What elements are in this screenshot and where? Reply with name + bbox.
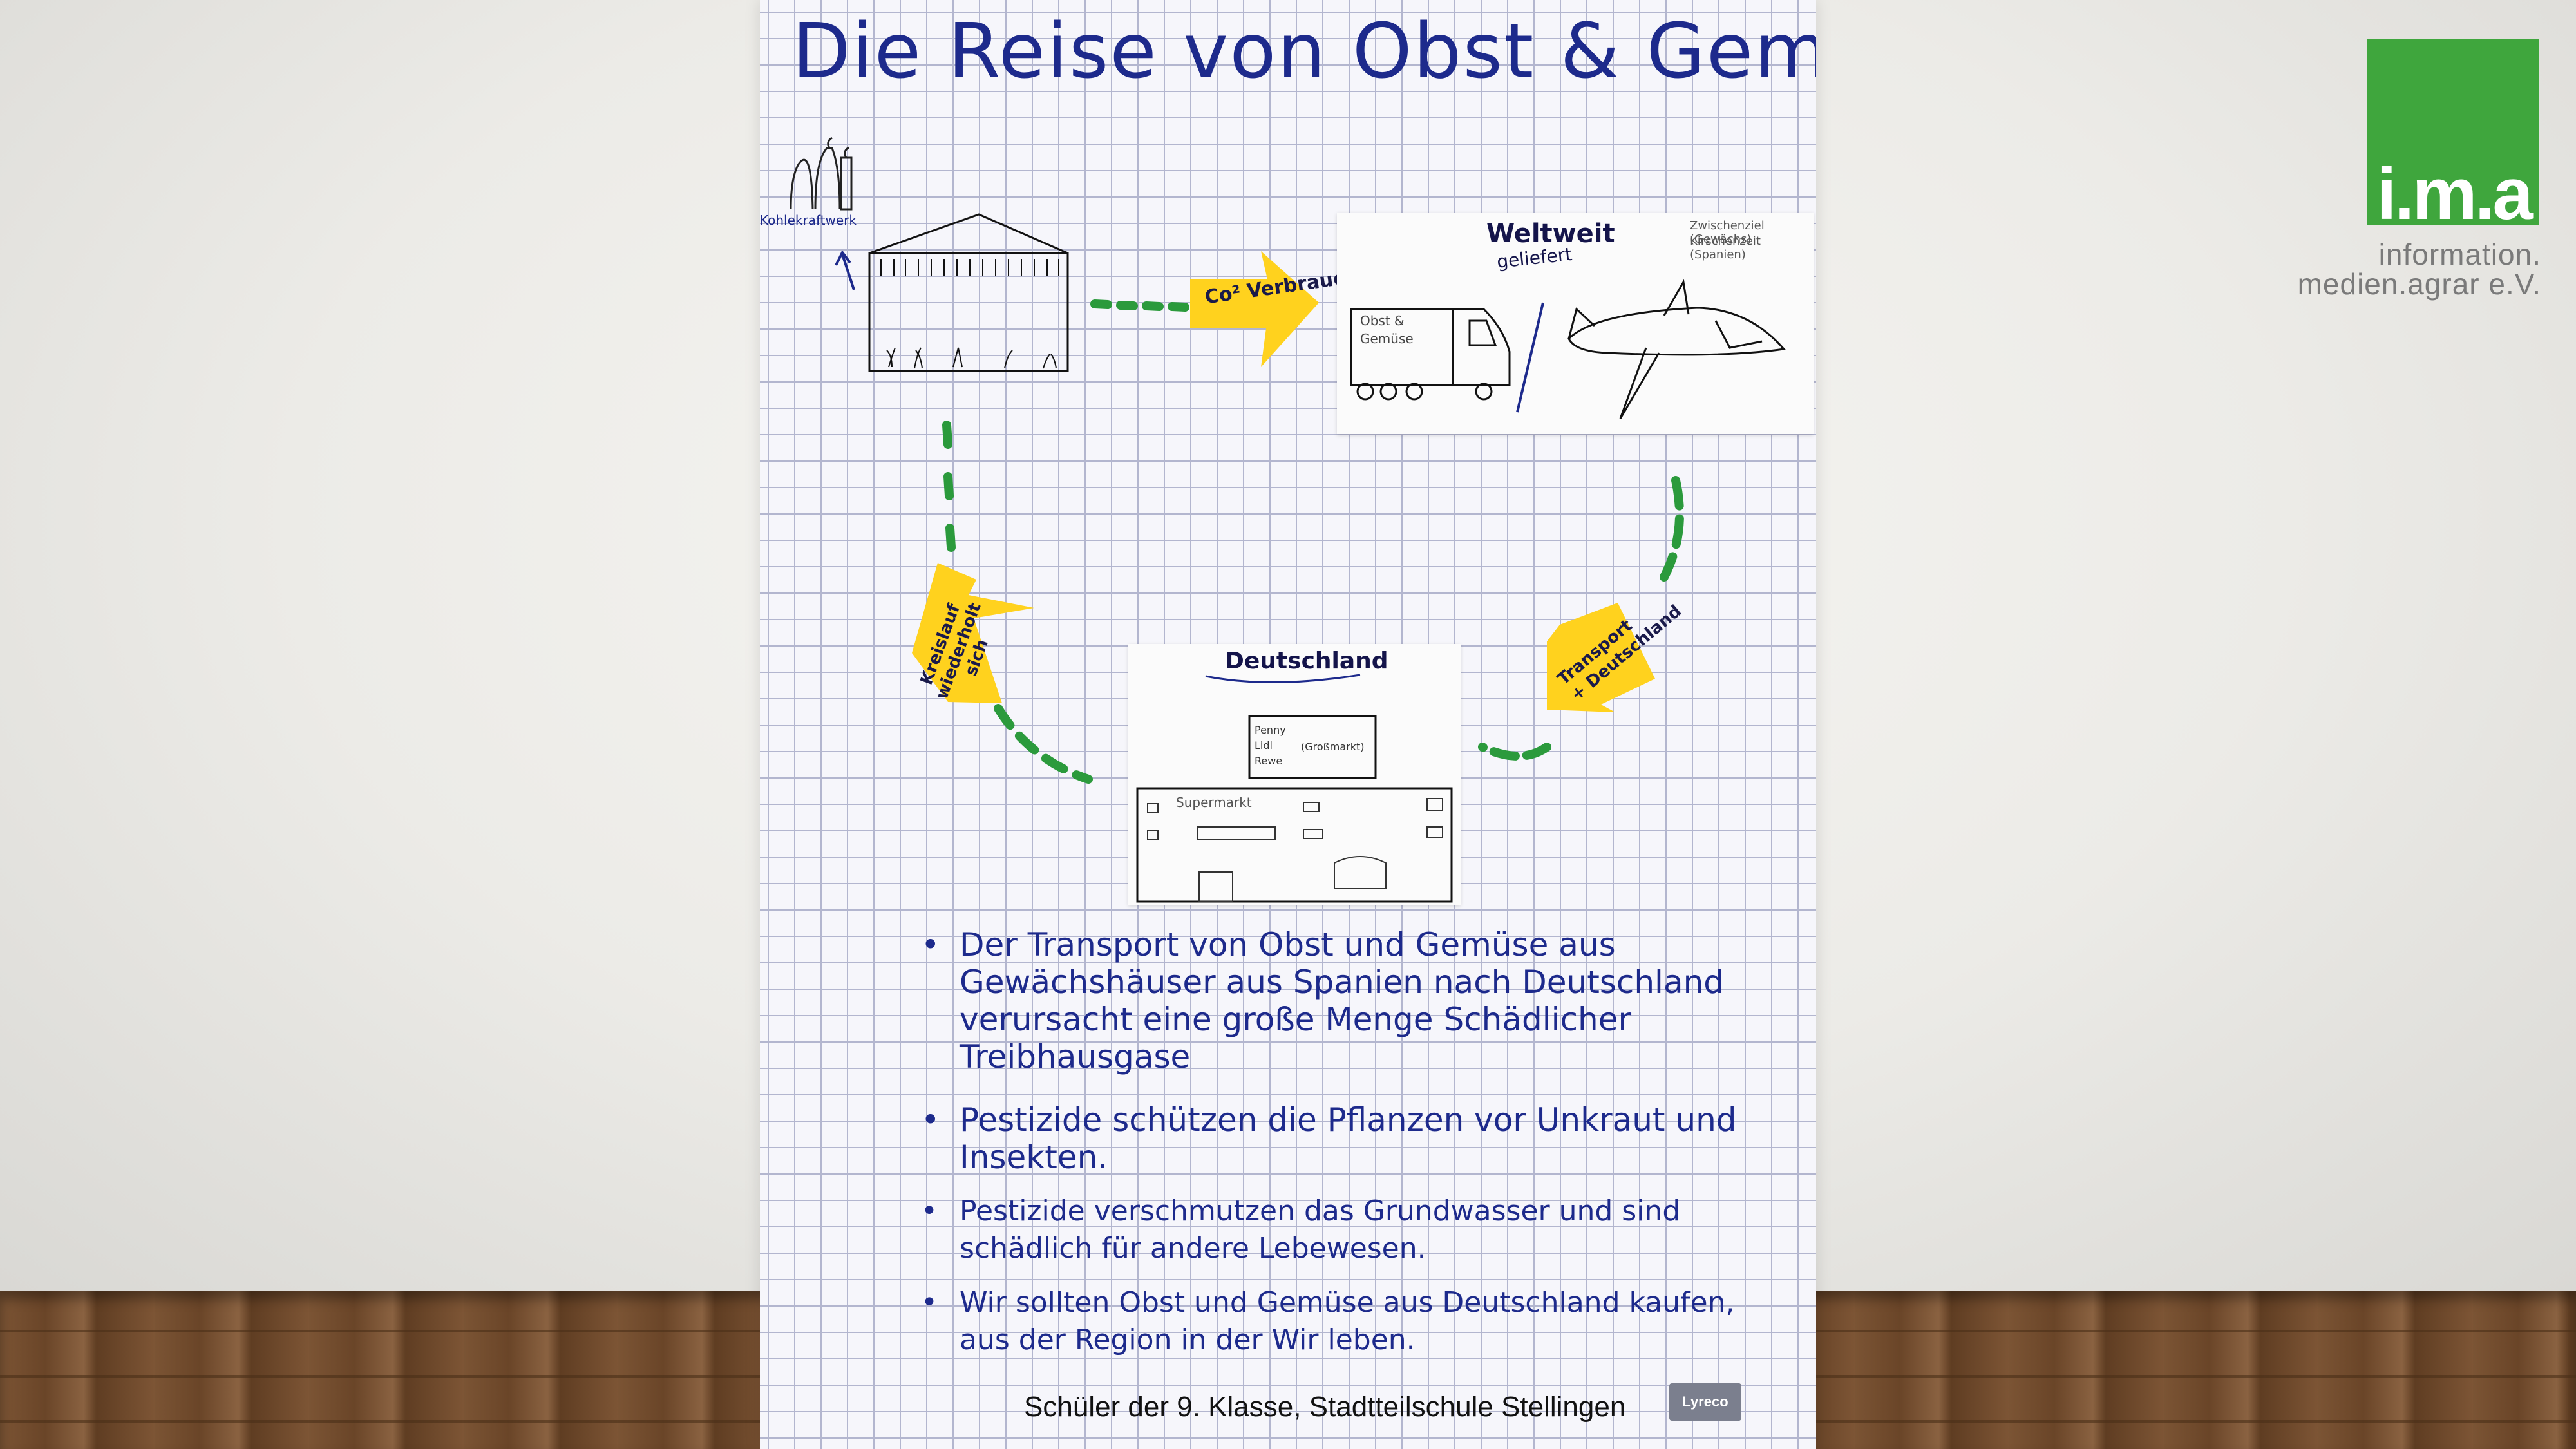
- poster-caption: Schüler der 9. Klasse, Stadtteilschule S…: [1024, 1391, 1626, 1423]
- sticky-transport: [1547, 603, 1655, 712]
- poster: Die Reise von Obst & Gemüse: [760, 0, 1816, 1449]
- stall-label-1: Penny: [1255, 724, 1286, 736]
- ima-logo-mark: i.m.a: [2376, 153, 2533, 235]
- stall-labels: Penny Lidl Rewe: [1255, 723, 1286, 769]
- card-worldwide: Weltweit geliefert Zwischenziel (Gewächs…: [1337, 213, 1814, 434]
- truck-label-2: Gemüse: [1360, 331, 1414, 346]
- market-stall-icon: [1248, 715, 1377, 779]
- kraftwerk-label: Kohlekraftwerk: [760, 213, 857, 228]
- de-title: Deutschland: [1225, 648, 1388, 674]
- bullet-text: Der Transport von Obst und Gemüse aus Ge…: [960, 926, 1725, 1075]
- bullet-list: •Der Transport von Obst und Gemüse aus G…: [921, 926, 1784, 1376]
- bullet-text: Pestizide schützen die Pflanzen vor Unkr…: [960, 1101, 1737, 1176]
- bullet-text: Wir sollten Obst und Gemüse aus Deutschl…: [960, 1286, 1735, 1356]
- world-note-1: Zwischenziel (Gewächs): [1690, 219, 1765, 246]
- sticky-cycle: [912, 563, 1034, 703]
- card-germany: Deutschland Penny Lidl Rewe (Großmarkt) …: [1128, 644, 1461, 905]
- stall-label-2: Lidl: [1255, 739, 1273, 752]
- truck-label-1: Obst &: [1360, 313, 1405, 328]
- world-title: Weltweit: [1486, 219, 1615, 249]
- truck-icon: [1350, 308, 1511, 401]
- greenhouse-icon: [868, 213, 1069, 372]
- poster-title: Die Reise von Obst & Gemüse: [792, 6, 1816, 95]
- bullet-item: •Pestizide schützen die Pflanzen vor Unk…: [921, 1101, 1737, 1176]
- bullet-item: •Pestizide verschmutzen das Grundwasser …: [921, 1195, 1681, 1265]
- supermarket-icon: [1136, 787, 1453, 903]
- germany-drawings: [1136, 674, 1453, 903]
- arrow-up-icon: [835, 250, 855, 290]
- bullet-item: •Wir sollten Obst und Gemüse aus Deutsch…: [921, 1286, 1735, 1356]
- logo-line-2: medien.agrar e.V.: [2297, 267, 2541, 301]
- power-plant-icon: [790, 137, 853, 211]
- bullet-item: •Der Transport von Obst und Gemüse aus G…: [921, 926, 1725, 1075]
- logo-line-1: information.: [2378, 238, 2541, 271]
- ima-logo-box: [2367, 39, 2539, 225]
- supermarket-label: Supermarkt: [1176, 795, 1252, 810]
- lyreco-tag: Lyreco: [1669, 1383, 1741, 1421]
- airplane-icon: [1567, 279, 1786, 419]
- slash-divider: [1516, 302, 1544, 413]
- stall-label-3: Rewe: [1255, 755, 1283, 767]
- bullet-text: Pestizide verschmutzen das Grundwasser u…: [960, 1195, 1681, 1265]
- world-note-2: Kirschenzeit (Spanien): [1690, 234, 1761, 261]
- stall-label-4: (Großmarkt): [1301, 741, 1365, 753]
- sticky-co2: [1190, 251, 1319, 367]
- world-drawings: [1350, 279, 1786, 419]
